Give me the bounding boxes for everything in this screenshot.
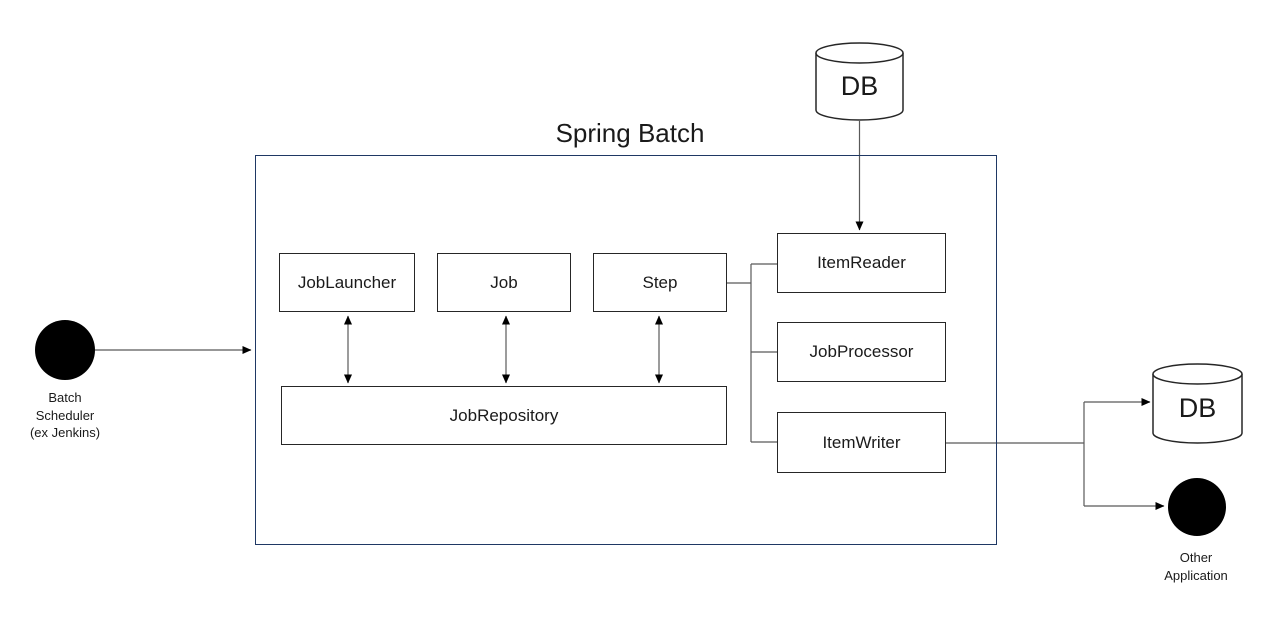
spring-batch-container — [255, 155, 997, 545]
diagram-title: Spring Batch — [555, 118, 705, 148]
other-application-circle-icon — [1168, 478, 1226, 536]
node-item-writer: ItemWriter — [777, 412, 946, 473]
db-right-cylinder-icon — [1152, 363, 1243, 444]
node-job-processor-label: JobProcessor — [809, 342, 914, 361]
node-job-repository-label: JobRepository — [449, 405, 559, 425]
step-bracket-connector — [727, 263, 777, 443]
db-right-label: DB — [1178, 392, 1217, 423]
node-job-launcher: JobLauncher — [279, 253, 415, 312]
itemwriter-out-connector — [946, 402, 1085, 506]
node-job-processor: JobProcessor — [777, 322, 946, 382]
node-step: Step — [593, 253, 727, 312]
other-application-label: Other Application — [1164, 550, 1228, 583]
batch-scheduler-circle-icon — [35, 320, 95, 380]
node-job-launcher-label: JobLauncher — [297, 272, 397, 292]
batch-scheduler-label: Batch Scheduler (ex Jenkins) — [29, 390, 101, 441]
node-item-reader-label: ItemReader — [817, 253, 906, 272]
db-top-cylinder-icon — [815, 42, 904, 121]
db-top-label: DB — [840, 70, 879, 101]
node-item-writer-label: ItemWriter — [822, 432, 901, 452]
node-step-label: Step — [642, 272, 678, 292]
node-item-reader: ItemReader — [777, 233, 946, 293]
node-job-label: Job — [490, 272, 518, 292]
node-job-repository: JobRepository — [281, 386, 727, 445]
node-job: Job — [437, 253, 571, 312]
